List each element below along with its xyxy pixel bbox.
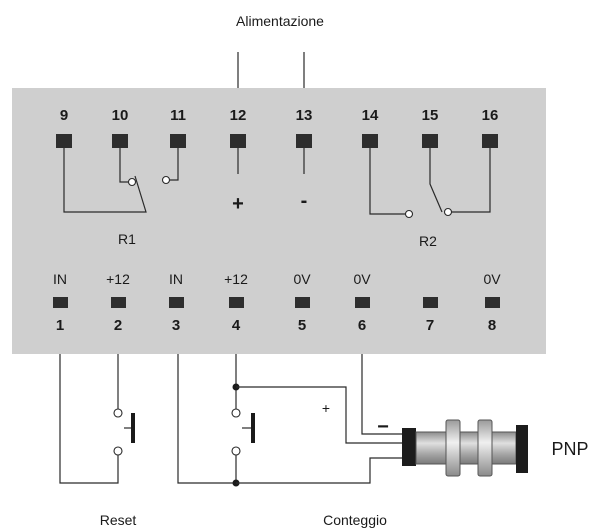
terminal-number-8: 8: [488, 317, 496, 334]
relay-r1-label: R1: [118, 231, 136, 247]
terminal-number-12: 12: [230, 107, 247, 124]
terminal-pin-2: [111, 297, 126, 308]
terminal-pin-7: [423, 297, 438, 308]
bottom-terminal-labels: IN +12 IN +12 0V 0V 0V: [53, 271, 501, 287]
terminal-number-13: 13: [296, 107, 313, 124]
relay-r2-contacts: [369, 148, 491, 219]
relay-r2-label: R2: [419, 233, 437, 249]
relay-r2-contact-no: [443, 207, 453, 217]
count-button-actuator: [251, 413, 255, 443]
sensor-nut-left: [445, 419, 461, 477]
reset-button-circuit: [59, 354, 135, 484]
reset-contact-bottom: [113, 446, 123, 456]
count-input-circuit: [177, 354, 255, 487]
terminal-number-2: 2: [114, 317, 122, 334]
sensor-body: [415, 431, 517, 465]
terminal-pin-5: [295, 297, 310, 308]
sensor-wire-plus: [236, 386, 402, 444]
sensor-minus-label: −: [377, 416, 389, 438]
terminal-pin-13: [296, 134, 312, 148]
terminal-pin-3: [169, 297, 184, 308]
bottom-terminal-pins: [53, 297, 500, 308]
count-contact-top: [231, 408, 241, 418]
relay-r1-contacts: [63, 148, 179, 213]
terminal-label-1: IN: [53, 271, 67, 287]
reset-contact-top: [113, 408, 123, 418]
device-panel: [12, 88, 546, 354]
terminal-number-6: 6: [358, 317, 366, 334]
sensor-wire-output: [236, 457, 402, 484]
terminal-number-7: 7: [426, 317, 434, 334]
sensor-wiring: [236, 354, 402, 484]
terminal-number-10: 10: [112, 107, 129, 124]
count-caption: Conteggio: [323, 512, 387, 528]
terminal-number-3: 3: [172, 317, 180, 334]
relay-r2-contact-nc-wire: [369, 148, 405, 215]
terminal-pin-11: [170, 134, 186, 148]
count-wire-terminal-3: [177, 354, 236, 484]
terminal-pin-8: [485, 297, 500, 308]
relay-r1-contact-no-wire: [170, 148, 179, 181]
pnp-sensor: [402, 419, 528, 477]
top-terminal-pins: [56, 134, 498, 148]
relay-r1-contact-nc-wire: [119, 148, 128, 183]
terminal-pin-1: [53, 297, 68, 308]
sensor-face: [516, 425, 528, 473]
relay-r1-common-wire: [63, 148, 147, 213]
reset-caption: Reset: [100, 512, 137, 528]
sensor-type-label: PNP: [551, 439, 588, 459]
minus-sign: -: [301, 190, 308, 212]
terminal-number-16: 16: [482, 107, 499, 124]
terminal-number-5: 5: [298, 317, 306, 334]
relay-r2-contact-nc: [404, 209, 414, 219]
relay-r1-contact-no: [161, 175, 171, 185]
terminal-pin-14: [362, 134, 378, 148]
relay-r2-common-wire: [429, 148, 443, 213]
terminal-number-14: 14: [362, 107, 379, 124]
terminal-number-11: 11: [170, 107, 186, 124]
top-terminal-numbers: 9 10 11 12 13 14 15 16: [60, 107, 499, 124]
terminal-pin-15: [422, 134, 438, 148]
plus-sign: +: [232, 193, 244, 215]
terminal-pin-6: [355, 297, 370, 308]
terminal-pin-16: [482, 134, 498, 148]
terminal-label-4: +12: [224, 271, 248, 287]
sensor-connector: [402, 428, 416, 466]
terminal-number-15: 15: [422, 107, 439, 124]
terminal-pin-9: [56, 134, 72, 148]
sensor-nut-right: [477, 419, 493, 477]
terminal-label-8: 0V: [483, 271, 501, 287]
supply-title: Alimentazione: [236, 13, 324, 29]
count-contact-bottom: [231, 446, 241, 456]
terminal-number-4: 4: [232, 317, 241, 334]
terminal-pin-10: [112, 134, 128, 148]
sensor-plus-label: +: [322, 400, 330, 416]
relay-r2-contact-no-wire: [452, 148, 491, 213]
terminal-number-1: 1: [56, 317, 64, 334]
terminal-label-2: +12: [106, 271, 130, 287]
terminal-number-9: 9: [60, 107, 68, 124]
terminal-label-6: 0V: [353, 271, 371, 287]
bottom-terminal-numbers: 1 2 3 4 5 6 7 8: [56, 317, 496, 334]
terminal-label-3: IN: [169, 271, 183, 287]
sensor-wire-zero-volt: [361, 354, 402, 435]
terminal-pin-4: [229, 297, 244, 308]
reset-wire-terminal-1: [59, 354, 119, 484]
terminal-label-5: 0V: [293, 271, 311, 287]
relay-r1-contact-nc: [127, 177, 137, 187]
terminal-pin-12: [230, 134, 246, 148]
reset-button-actuator: [131, 413, 135, 443]
